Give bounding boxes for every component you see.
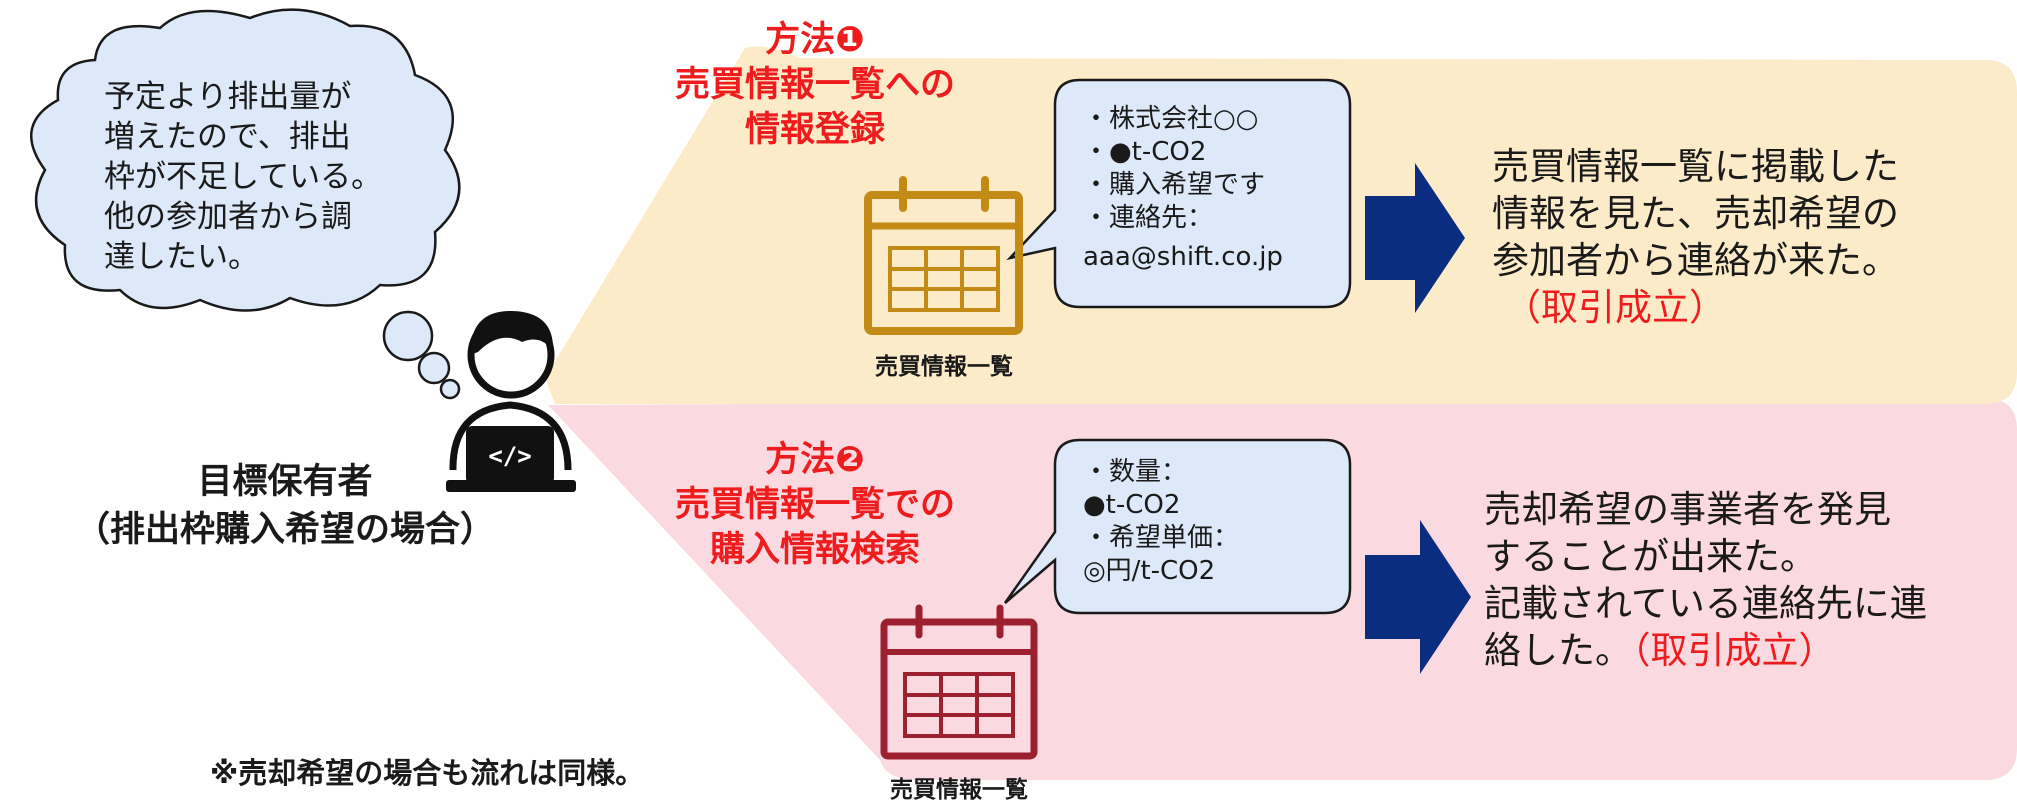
thought-line: 達したい。: [104, 239, 259, 275]
thought-line: 他の参加者から調: [104, 199, 352, 235]
footnote: ※売却希望の場合も流れは同様。: [210, 756, 645, 790]
method1-calendar-icon: [864, 176, 1023, 335]
method2-title-line: 売買情報一覧での: [674, 485, 955, 525]
outcome-result: （取引成立）: [1632, 629, 1836, 672]
method1-title: 方法❶ 売買情報一覧への 情報登録: [620, 18, 1010, 153]
callout-line: ・希望単価：: [1083, 523, 1240, 553]
method1-title-line: 情報登録: [744, 110, 885, 150]
thought-line: 枠が不足している。: [104, 159, 383, 195]
callout-line: ・数量：: [1083, 457, 1188, 487]
thought-bubble-text: 予定より排出量が 増えたので、排出 枠が不足している。 他の参加者から調 達した…: [104, 77, 382, 277]
method2-title: 方法❷ 売買情報一覧での 購入情報検索: [620, 438, 1010, 573]
callout-line: ・株式会社○○: [1083, 104, 1259, 134]
thought-dot-medium: [417, 351, 451, 385]
outcome-line: 参加者から連絡が来た。: [1492, 239, 1899, 282]
method2-callout-text: ・数量： ●t-CO2 ・希望単価： ◎円/t-CO2: [1083, 456, 1239, 588]
callout-line: ・連絡先：: [1083, 203, 1214, 233]
callout-line: ・●t-CO2: [1083, 137, 1207, 167]
outcome-line: することが出来た。: [1484, 535, 1817, 578]
person-at-laptop-icon: </>: [446, 310, 576, 492]
thought-cloud: [29, 8, 461, 400]
outcome-line: 売買情報一覧に掲載した: [1492, 145, 1899, 188]
outcome-line: 絡した。: [1484, 629, 1632, 672]
outcome-line-final: 絡した。（取引成立）: [1484, 627, 1927, 674]
outcome-line: 情報を見た、売却希望の: [1492, 192, 1899, 235]
method1-callout-bubble: [1006, 78, 1352, 309]
thought-line: 増えたので、排出: [104, 119, 351, 155]
method1-title-line: 売買情報一覧への: [674, 65, 955, 105]
svg-text:</>: </>: [488, 442, 531, 470]
outcome-result: （取引成立）: [1504, 286, 1726, 329]
method2-number: 方法❷: [765, 440, 865, 480]
method1-calendar-label: 売買情報一覧: [875, 354, 1013, 380]
callout-line: ●t-CO2: [1083, 490, 1181, 520]
thought-line: 予定より排出量が: [104, 79, 352, 115]
thought-dot-large: [382, 310, 434, 362]
method1-outcome: 売買情報一覧に掲載した 情報を見た、売却希望の 参加者から連絡が来た。 （取引成…: [1492, 143, 1899, 331]
thought-dot-small: [439, 378, 461, 400]
method2-outcome: 売却希望の事業者を発見 することが出来た。 記載されている連絡先に連 絡した。（…: [1484, 486, 1927, 674]
actor-label: 目標保有者 （排出枠購入希望の場合）: [20, 458, 550, 554]
outcome-line: 売却希望の事業者を発見: [1484, 488, 1891, 531]
method1-number: 方法❶: [765, 20, 865, 60]
method2-callout-bubble: [1003, 438, 1352, 615]
outcome-line: 記載されている連絡先に連: [1484, 582, 1927, 625]
method2-calendar-label: 売買情報一覧: [890, 777, 1028, 803]
method2-title-line: 購入情報検索: [709, 530, 920, 570]
method1-callout-text: ・株式会社○○ ・●t-CO2 ・購入希望です ・連絡先： aaa@shift.…: [1083, 103, 1283, 274]
method2-calendar-icon: [880, 604, 1038, 760]
actor-name: 目標保有者: [197, 462, 373, 502]
callout-line: ・購入希望です: [1083, 170, 1266, 200]
actor-role: （排出枠購入希望の場合）: [74, 510, 495, 550]
method2-arrow-icon: [1365, 520, 1471, 674]
callout-line: ◎円/t-CO2: [1083, 556, 1216, 586]
method1-arrow-icon: [1365, 163, 1465, 313]
callout-line: aaa@shift.co.jp: [1083, 242, 1283, 272]
